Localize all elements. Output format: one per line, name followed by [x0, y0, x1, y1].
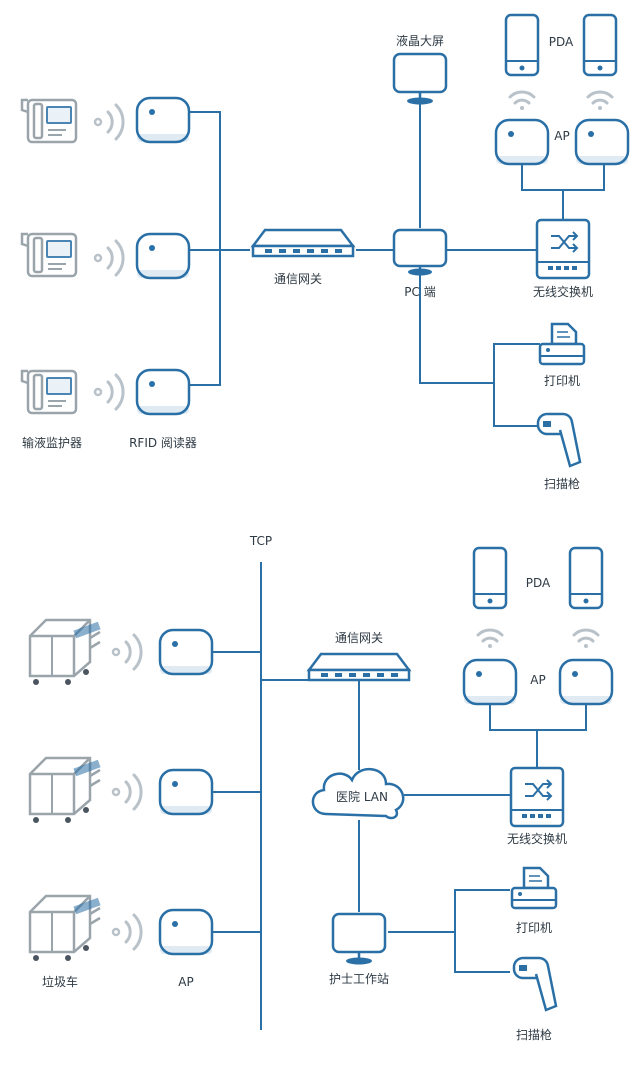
ap-column-label: AP	[178, 975, 193, 989]
printer	[510, 866, 558, 910]
gateway-label: 通信网关	[274, 272, 322, 286]
scanner-label: 扫描枪	[516, 1027, 552, 1042]
pda-device-1	[472, 546, 508, 610]
infusion-monitor-label: 输液监护器	[22, 435, 82, 450]
ap-device-1	[158, 628, 214, 676]
top-diagram: 通信网关 PC 端 液晶大屏 PDA AP 无线交换机 打印机 扫描枪 输液监	[20, 13, 630, 491]
access-point-2	[558, 658, 614, 706]
lcd-screen-label: 液晶大屏	[396, 33, 444, 48]
barcode-scanner-icon	[512, 956, 558, 1012]
bottom-diagram: TCP 通信网关 医院 LAN	[28, 534, 614, 1042]
wireless-switch	[509, 766, 565, 828]
gateway-label: 通信网关	[335, 631, 383, 645]
pc-terminal	[392, 228, 448, 276]
printer-label: 打印机	[516, 921, 552, 935]
ap-label: AP	[554, 129, 569, 143]
wireless-switch-label: 无线交换机	[507, 831, 567, 846]
wireless-switch-label: 无线交换机	[533, 284, 593, 299]
trash-cart-3	[28, 894, 102, 963]
access-point-1	[494, 118, 550, 166]
scanner-label: 扫描枪	[544, 476, 580, 491]
lan-label: 医院 LAN	[336, 790, 388, 804]
rfid-reader-label: RFID 阅读器	[129, 436, 197, 450]
ap-device-2	[158, 768, 214, 816]
ap-device-3	[158, 908, 214, 956]
barcode-scanner-icon	[536, 412, 582, 468]
signal-waves-icon	[93, 373, 125, 411]
ap-label: AP	[530, 673, 545, 687]
pda-device-2	[582, 13, 618, 77]
wifi-icon	[508, 90, 536, 112]
lcd-screen	[392, 52, 448, 106]
signal-waves-icon	[93, 239, 125, 277]
infusion-monitor-3	[20, 369, 78, 415]
wifi-icon	[572, 628, 600, 650]
communication-gateway	[307, 652, 411, 682]
wifi-icon	[586, 90, 614, 112]
pda-label: PDA	[526, 576, 551, 590]
access-point-2	[574, 118, 630, 166]
printer	[538, 322, 586, 366]
wifi-icon	[476, 628, 504, 650]
nurse-station	[331, 912, 387, 966]
pda-label: PDA	[549, 35, 574, 49]
infusion-monitor-2	[20, 232, 78, 278]
access-point-1	[462, 658, 518, 706]
signal-waves-icon	[111, 633, 143, 671]
rfid-reader-3	[135, 368, 191, 416]
pda-device-1	[504, 13, 540, 77]
rfid-reader-2	[135, 232, 191, 280]
pda-device-2	[568, 546, 604, 610]
cart-label: 垃圾车	[42, 974, 78, 989]
signal-waves-icon	[111, 913, 143, 951]
trash-cart-1	[28, 618, 102, 687]
nurse-station-label: 护士工作站	[329, 972, 389, 986]
infusion-monitor-1	[20, 98, 78, 144]
rfid-reader-1	[135, 96, 191, 144]
top-connections	[190, 100, 605, 427]
signal-waves-icon	[93, 103, 125, 141]
printer-label: 打印机	[544, 374, 580, 388]
wireless-switch	[535, 218, 591, 280]
communication-gateway	[251, 228, 355, 258]
tcp-label: TCP	[249, 534, 272, 548]
pc-label: PC 端	[404, 285, 435, 299]
signal-waves-icon	[111, 773, 143, 811]
bottom-connections	[212, 562, 587, 1030]
trash-cart-2	[28, 756, 102, 825]
